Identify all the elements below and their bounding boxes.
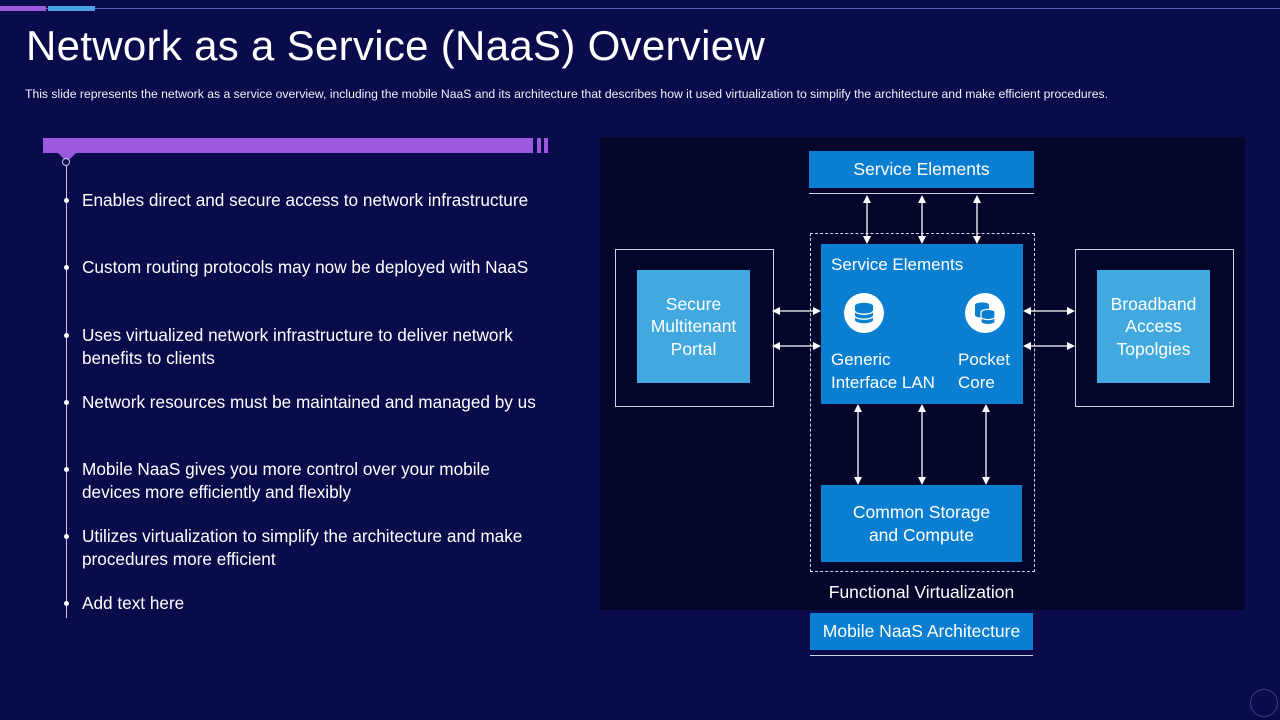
generic-interface-label: Generic Interface LAN (831, 350, 935, 392)
bullet-dot (64, 467, 69, 472)
service-elements-inner-title: Service Elements (831, 255, 964, 274)
bullet-item: Enables direct and secure access to netw… (82, 190, 529, 210)
service-elements-top-label: Service Elements (853, 159, 990, 179)
bullet-dot (64, 198, 69, 203)
top-divider-line (0, 8, 1280, 9)
top-accent-purple (0, 6, 46, 11)
page-subtitle: This slide represents the network as a s… (25, 87, 1108, 101)
bullet-item: Add text here (82, 593, 185, 613)
service-elements-top-box: Service Elements (809, 151, 1034, 188)
timeline-line (66, 163, 67, 618)
bullet-item: Custom routing protocols may now be depl… (82, 257, 529, 277)
top-accent-blue (48, 6, 95, 11)
mobile-naas-caption: Mobile NaaS Architecture (822, 621, 1021, 641)
header-pointer (58, 153, 76, 162)
database-icon-glyph (854, 302, 874, 324)
pocket-core-label: Pocket Core (958, 350, 1010, 392)
bullet-item: Uses virtualized network infrastructure … (82, 325, 513, 368)
bullet-dot (64, 400, 69, 405)
bullet-item: Mobile NaaS gives you more control over … (82, 459, 490, 502)
header-tick (544, 138, 548, 153)
secure-portal-label: Secure Multitenant Portal (650, 293, 737, 359)
header-tick (537, 138, 541, 153)
bullet-dot (64, 601, 69, 606)
bullet-dot (64, 265, 69, 270)
database-stack-icon (965, 293, 1005, 333)
broadband-label: Broadband Access Topolgies (1110, 293, 1197, 359)
bullet-item: Utilizes virtualization to simplify the … (82, 526, 523, 569)
left-panel-header-bar (43, 138, 533, 153)
caption-underline (810, 655, 1033, 656)
mobile-naas-caption-box: Mobile NaaS Architecture (810, 613, 1033, 650)
database-icon (844, 293, 884, 333)
secure-portal-box: Secure Multitenant Portal (637, 270, 750, 383)
functional-virtualization-label: Functional Virtualization (828, 582, 1015, 602)
right-box-frame (1075, 249, 1234, 407)
left-box-frame (615, 249, 774, 407)
bullet-dot (64, 333, 69, 338)
bullet-item: Network resources must be maintained and… (82, 392, 536, 412)
database-stack-icon-glyph (975, 302, 996, 326)
common-storage-label: Common Storage and Compute (852, 502, 991, 545)
page-title: Network as a Service (NaaS) Overview (26, 22, 766, 69)
bullet-dot (64, 534, 69, 539)
broadband-box: Broadband Access Topolgies (1097, 270, 1210, 383)
corner-decoration (1250, 689, 1278, 717)
top-box-underline (809, 193, 1034, 194)
timeline-node (62, 158, 70, 166)
common-storage-box: Common Storage and Compute (821, 485, 1022, 562)
